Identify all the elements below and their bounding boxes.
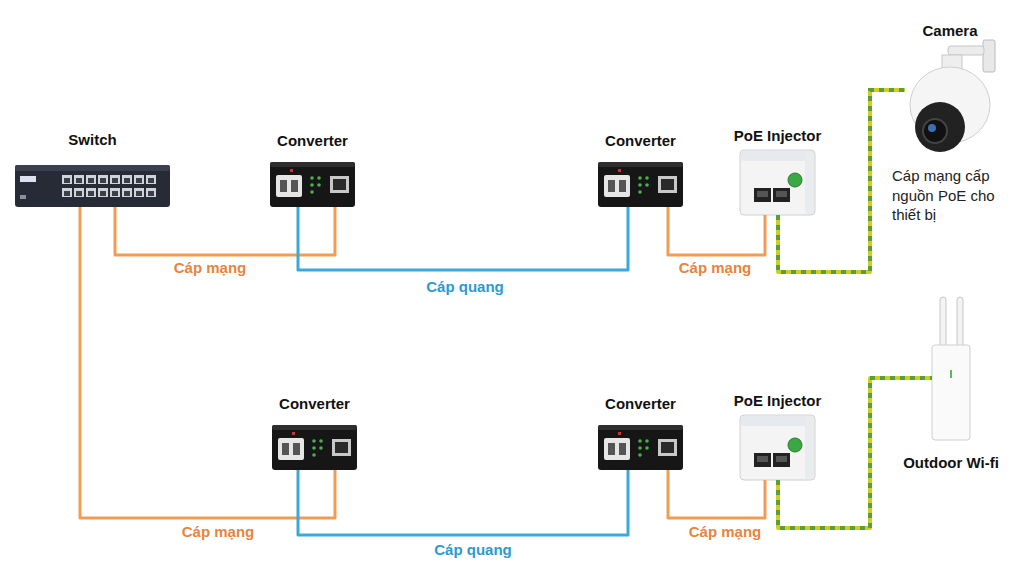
device-label: Converter xyxy=(605,132,676,150)
illustration-part xyxy=(932,345,970,440)
illustration-part xyxy=(957,297,963,349)
device-label: Converter xyxy=(279,395,350,413)
cable-label: Cáp mạng xyxy=(172,259,249,277)
network-cable xyxy=(115,207,335,255)
network-cable xyxy=(668,470,765,518)
illustration-part xyxy=(20,195,26,199)
switch-device xyxy=(15,165,170,207)
network-switch: Switch xyxy=(15,165,170,207)
camera: Camera xyxy=(905,45,995,160)
media-converter: Converter xyxy=(272,425,357,470)
cable-label: Cáp mạng xyxy=(180,523,257,541)
device-label: Converter xyxy=(277,132,348,150)
media-converter: Converter xyxy=(598,425,683,470)
node-heading: PoE Injector xyxy=(734,392,822,410)
poe-injector-device xyxy=(740,150,815,215)
network-cable xyxy=(668,207,765,255)
device-label: Outdoor Wi-fi xyxy=(903,454,999,472)
illustration-part xyxy=(983,40,995,72)
illustration-part xyxy=(915,102,965,152)
device-label: Camera xyxy=(922,22,977,40)
converter-device xyxy=(598,425,683,470)
illustration-part xyxy=(62,175,158,197)
converter-device xyxy=(598,162,683,207)
node-heading: Converter xyxy=(279,395,350,413)
illustration-part xyxy=(940,297,946,349)
media-converter: Converter xyxy=(270,162,355,207)
media-converter: Converter xyxy=(598,162,683,207)
illustration-part xyxy=(928,124,936,132)
cable-note: Cáp mạng cấp nguồn PoE cho thiết bị xyxy=(892,166,1016,225)
device-label: Switch xyxy=(68,131,116,149)
illustration-part xyxy=(20,176,36,182)
illustration-part xyxy=(923,119,947,143)
cable-label: Cáp quang xyxy=(432,541,514,559)
illustration-part xyxy=(950,370,952,378)
fiber-cable xyxy=(298,470,628,535)
illustration-part xyxy=(15,165,170,171)
outdoor-wifi: Outdoor Wi-fi xyxy=(932,296,970,440)
converter-device xyxy=(270,162,355,207)
device-label: Converter xyxy=(605,395,676,413)
node-heading: Converter xyxy=(605,395,676,413)
poe-injector: PoE Injector xyxy=(740,415,815,480)
illustration-part xyxy=(948,46,984,55)
cable-stripe xyxy=(778,90,905,272)
converter-device xyxy=(272,425,357,470)
fiber-cable xyxy=(298,207,628,270)
poe-cable xyxy=(778,90,905,272)
node-heading: Converter xyxy=(605,132,676,150)
cable-label: Cáp mạng xyxy=(687,523,764,541)
cable-label: Cáp quang xyxy=(424,278,506,296)
node-heading: Converter xyxy=(277,132,348,150)
wifi-device xyxy=(932,297,970,440)
poe-injector-device xyxy=(740,415,815,480)
device-label: PoE Injector xyxy=(734,127,822,145)
poe-injector: PoE Injector xyxy=(740,150,815,215)
camera-device xyxy=(910,40,995,152)
node-heading: PoE Injector xyxy=(734,127,822,145)
illustration-part xyxy=(15,165,170,207)
cable-label: Cáp mạng xyxy=(677,259,754,277)
node-heading: Outdoor Wi-fi xyxy=(903,454,999,472)
node-heading: Switch xyxy=(68,131,116,149)
node-heading: Camera xyxy=(922,22,977,40)
device-label: PoE Injector xyxy=(734,392,822,410)
